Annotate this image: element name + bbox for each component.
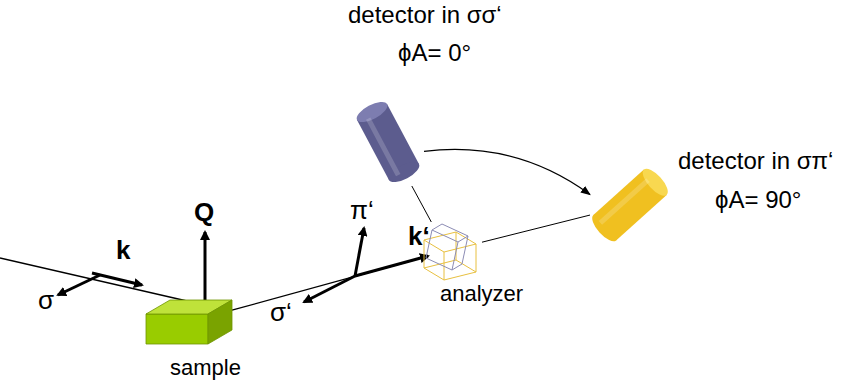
polarization-label: σ [38, 286, 54, 315]
rotation-arrow [424, 149, 590, 194]
shape-outline [146, 300, 232, 344]
pi-prime-vector [355, 228, 364, 276]
sigma-prime-vector [304, 276, 355, 302]
shape-outline [352, 98, 424, 186]
beam-line [232, 261, 412, 311]
incident-beam [0, 258, 200, 304]
beam-line [412, 186, 431, 222]
polarization-label: π‘ [350, 196, 374, 225]
angle-label: ϕA= 90° [715, 187, 801, 213]
vector-label: k [116, 236, 130, 265]
q-vector [204, 232, 207, 306]
detector-caption: detector in σσ‘ [348, 2, 502, 28]
detector-cylinder: detector in σσ‘ϕA= 0° [352, 98, 424, 186]
beam-line [482, 215, 590, 242]
part-name: sample [170, 356, 241, 380]
sample-crystal: sample [146, 300, 232, 344]
shape-outline [590, 165, 670, 245]
vector-label: k‘ [408, 222, 430, 251]
sigma-vector [58, 275, 100, 295]
detector-cylinder: detector in σπ‘ϕA= 90° [590, 165, 670, 245]
vector-label: Q [194, 198, 214, 227]
angle-label: ϕA= 0° [398, 40, 471, 66]
part-name: analyzer [440, 282, 523, 306]
polarization-label: σ‘ [270, 298, 292, 327]
detector-caption: detector in σπ‘ [678, 148, 833, 174]
